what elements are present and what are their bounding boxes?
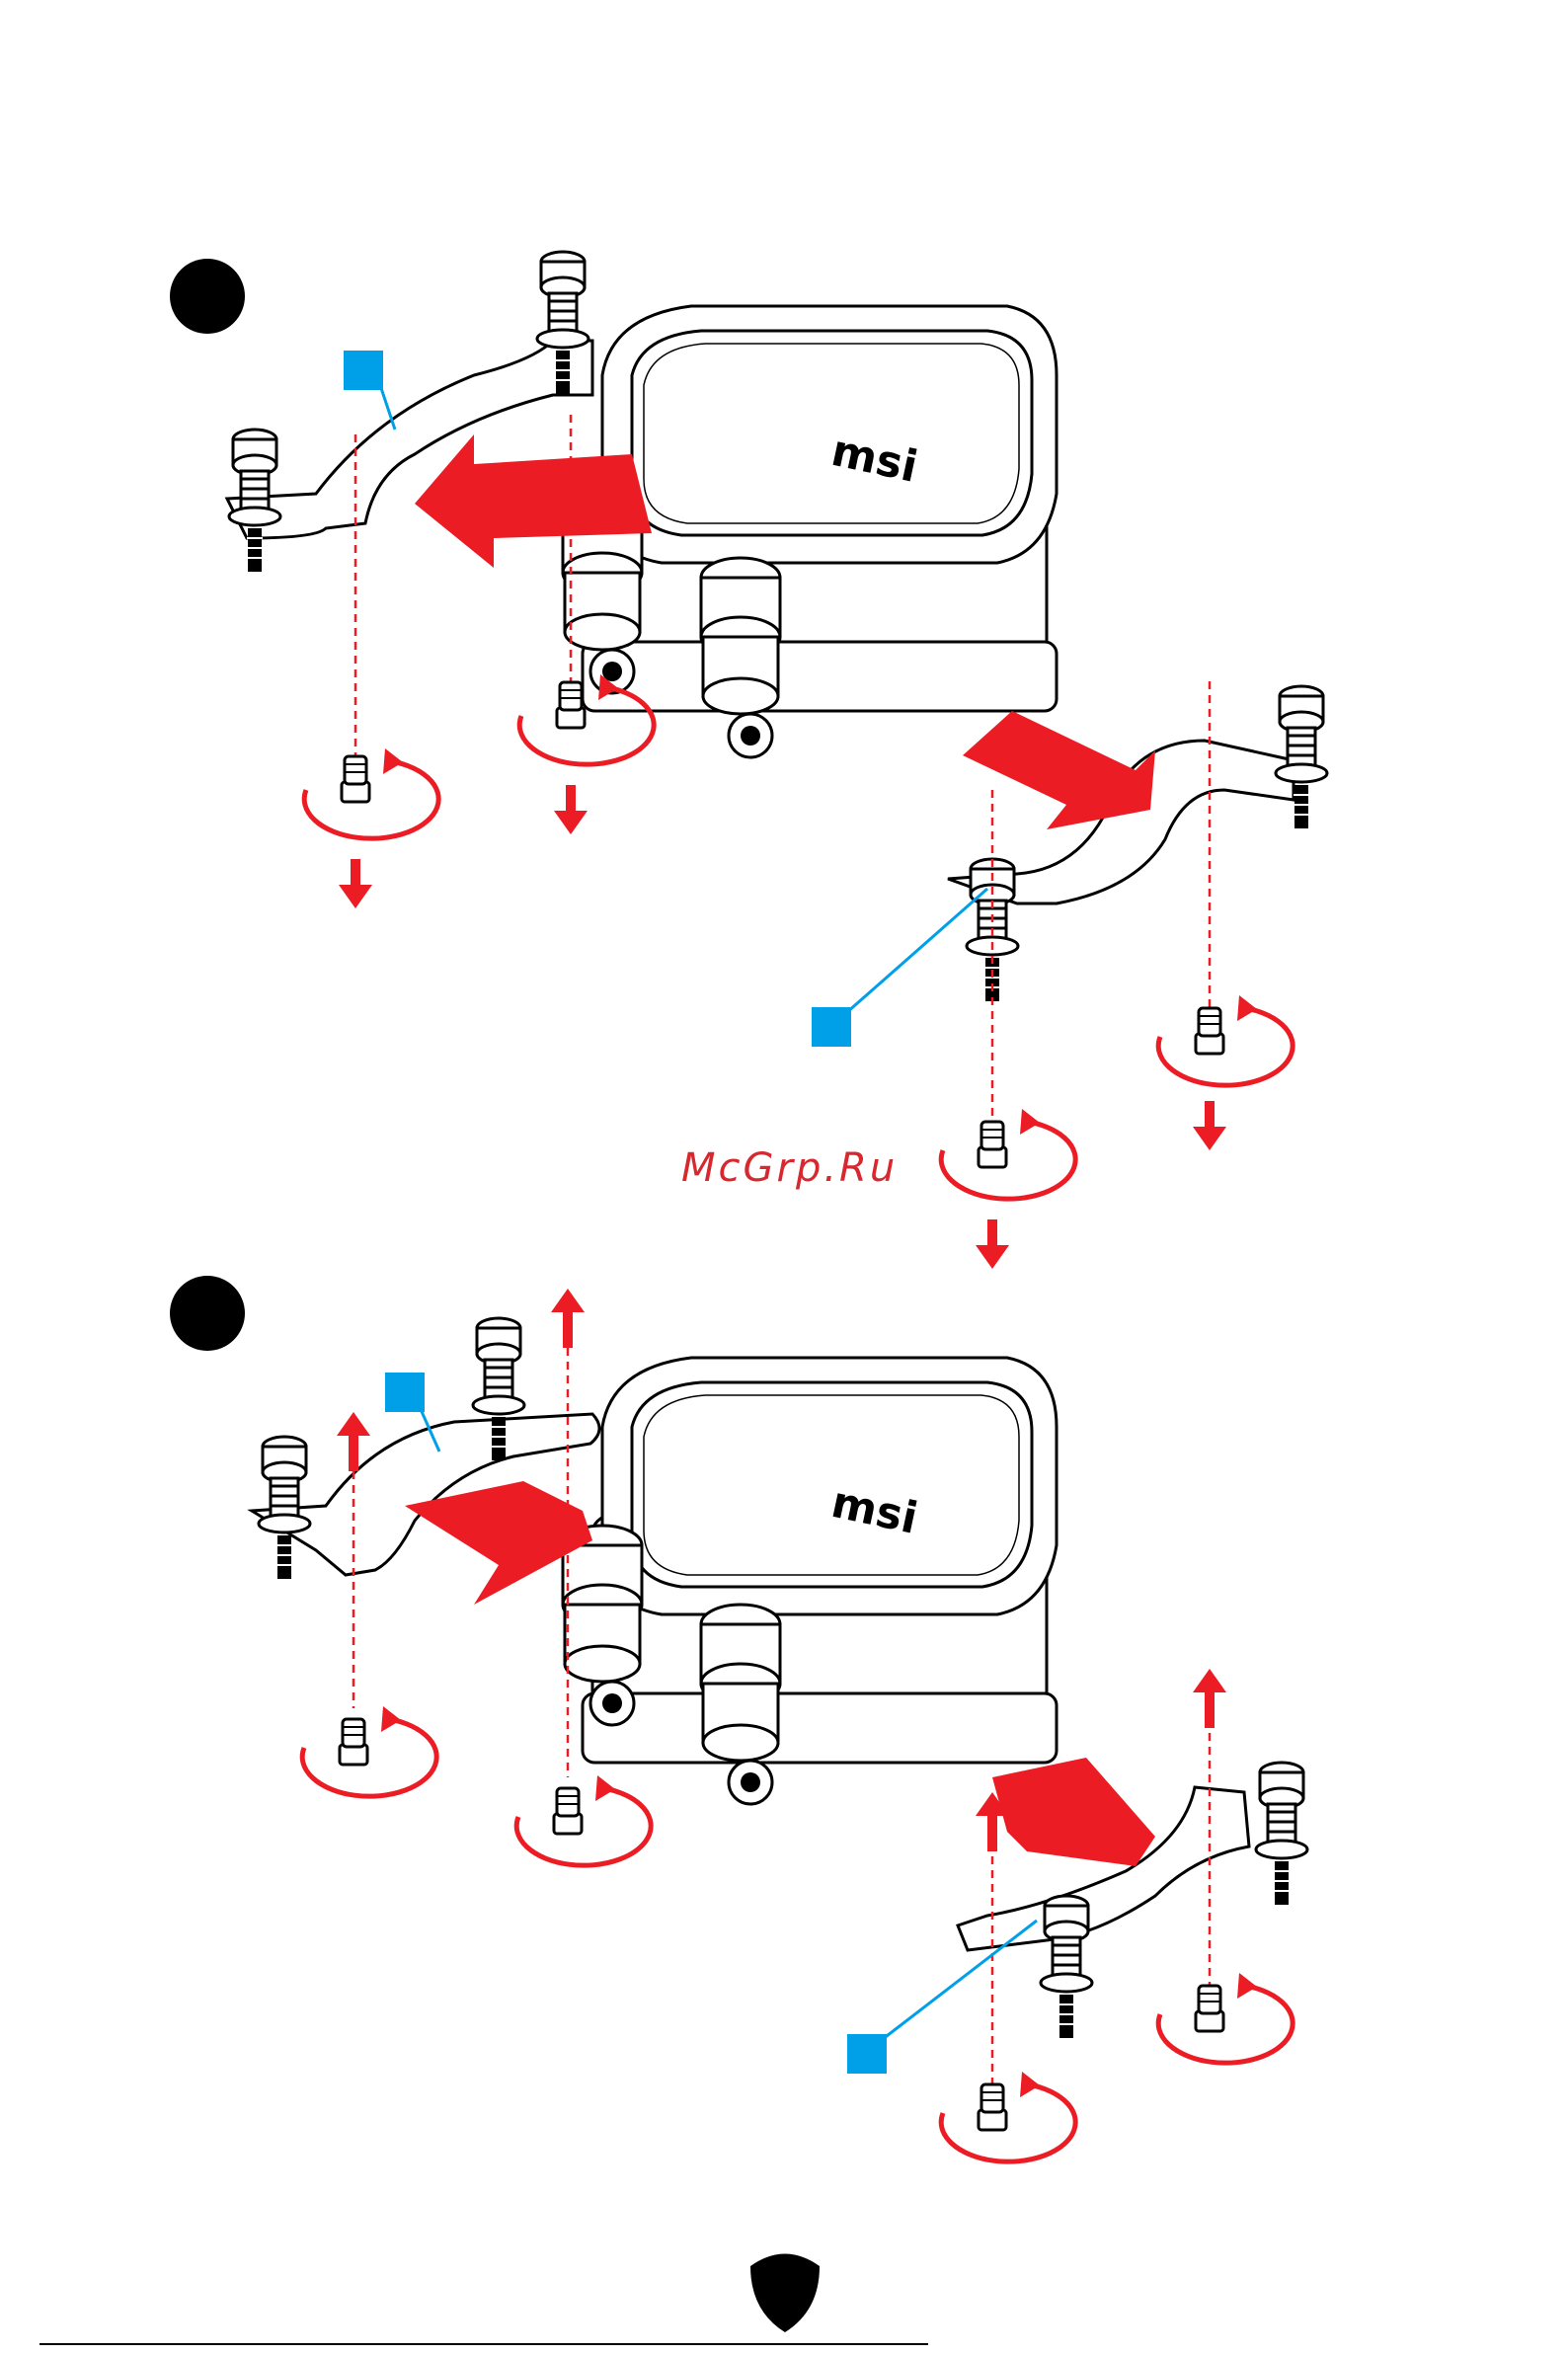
standoff-screw-5 (340, 1719, 367, 1765)
msi-shield-icon (750, 2254, 820, 2333)
rotate-arrow-4 (941, 1109, 1075, 1199)
rotate-arrow-3 (1158, 995, 1293, 1085)
up-arrow-2 (551, 1289, 585, 1348)
down-arrow-2 (554, 785, 588, 834)
water-block-unit-top: msi (583, 306, 1057, 711)
rotate-arrow-8 (941, 2072, 1075, 2161)
standoff-screw-8 (979, 2084, 1006, 2130)
standoff-screw-7 (1196, 1986, 1223, 2031)
down-arrow-3 (1193, 1101, 1226, 1150)
fitting-left-bottom (563, 1526, 642, 1725)
standoff-screw-3 (1196, 1008, 1223, 1054)
step-2-marker (170, 1276, 245, 1351)
standoff-screw-2 (557, 682, 585, 728)
down-arrow-1 (339, 859, 372, 908)
callout-box-1 (344, 351, 383, 390)
spring-screw-bracket-right-outer-bottom (1256, 1763, 1307, 1905)
callout-box-3 (385, 1373, 425, 1412)
rotate-arrow-5 (302, 1706, 436, 1796)
step-1-marker (170, 259, 245, 334)
spring-screw-bracket-right-inner-bottom (1041, 1896, 1092, 2038)
fitting-right-bottom (701, 1605, 780, 1804)
down-arrow-4 (976, 1219, 1009, 1269)
rotate-arrow-6 (516, 1775, 651, 1865)
water-block-unit-bottom: msi (583, 1358, 1057, 1763)
callout-box-4 (847, 2034, 887, 2074)
standoff-screw-6 (554, 1788, 582, 1834)
footer-rule (39, 2343, 928, 2345)
up-arrow-4 (1193, 1669, 1226, 1728)
insert-arrow-bottom-right (992, 1758, 1155, 1866)
callout-box-2 (812, 1007, 851, 1047)
fitting-right-top (701, 558, 780, 757)
rotate-arrow-1 (304, 748, 438, 838)
watermark-text: McGrp.Ru (681, 1145, 898, 1191)
rotate-arrow-7 (1158, 1973, 1293, 2063)
standoff-screw-1 (342, 756, 369, 802)
standoff-screw-4 (979, 1122, 1006, 1167)
